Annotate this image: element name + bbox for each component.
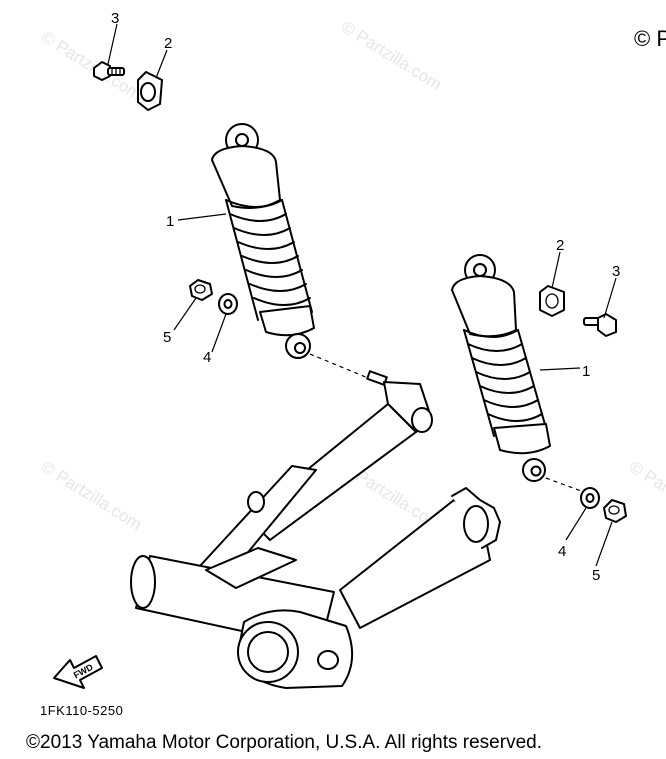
watermark: © Partzilla.com (338, 17, 445, 94)
callout-4-left: 4 (203, 349, 211, 366)
nut-part-5-right (603, 499, 627, 523)
callout-1-left: 1 (166, 213, 174, 230)
watermark: © Partzilla.com (38, 457, 145, 534)
swingarm (130, 370, 501, 689)
mounting-line-left (309, 353, 369, 379)
bushing-part-2-top (137, 71, 163, 111)
corner-watermark: © P (634, 26, 666, 51)
callout-2-top: 2 (164, 35, 172, 52)
copyright-notice: ©2013 Yamaha Motor Corporation, U.S.A. A… (26, 732, 542, 753)
callout-3-right: 3 (612, 263, 620, 280)
washer-part-4-left (218, 293, 238, 315)
leader-lines (107, 23, 617, 567)
forward-arrow-icon: FWD (53, 655, 103, 689)
callout-3-top: 3 (111, 10, 119, 27)
shock-absorber-right (451, 254, 551, 482)
callout-1-right: 1 (582, 363, 590, 380)
bolt-part-3-right (583, 313, 617, 337)
callouts: 3 2 1 5 4 2 3 1 4 5 (111, 10, 620, 584)
mounting-line-right (545, 477, 585, 493)
washer-part-4-right (580, 487, 600, 509)
bushing-part-2-right (539, 285, 565, 317)
nut-part-5-left (189, 279, 213, 301)
bolt-part-3-top (93, 61, 125, 81)
watermark: © Partzilla.com (38, 27, 145, 104)
callout-4-right: 4 (558, 543, 566, 560)
callout-5-left: 5 (163, 329, 171, 346)
callout-5-right: 5 (592, 567, 600, 584)
shock-absorber-left (211, 123, 315, 359)
reference-code: 1FK110-5250 (40, 703, 124, 718)
callout-2-right: 2 (556, 237, 564, 254)
watermark: © Partzilla.com (626, 457, 666, 534)
